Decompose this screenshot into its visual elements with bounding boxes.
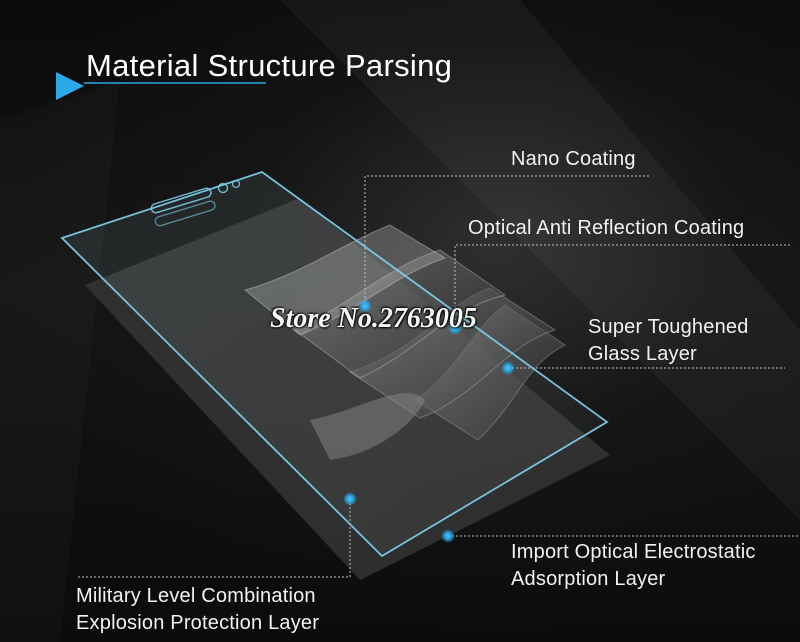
glass-panel [60,171,609,558]
store-watermark: Store No.2763005 [270,303,477,334]
label-military-line-2: Explosion Protection Layer [76,612,320,634]
callout-dot-military [343,492,357,506]
speaker-slot [150,187,216,227]
leader-military [78,499,351,578]
light-beam-left [0,80,120,642]
page-title: Material Structure Parsing [86,48,453,83]
title-arrow-icon [56,72,84,100]
callout-dot-glass [501,361,515,375]
label-glass-line-1: Super Toughened [588,316,749,338]
callout-dots [343,299,515,543]
label-military-line-1: Military Level Combination [76,585,316,607]
label-glass-layer: Super Toughened Glass Layer [588,314,749,368]
label-nano-coating: Nano Coating [511,148,636,170]
callout-dot-nano [358,299,372,313]
label-import-line-1: Import Optical Electrostatic [511,541,756,563]
camera-hole [217,182,229,194]
label-import-line-2: Adsorption Layer [511,568,666,590]
light-beam [280,0,800,520]
callout-dot-optical [448,321,462,335]
leader-lines [78,175,800,578]
callout-dot-import [441,529,455,543]
sensor-hole [231,179,241,189]
label-military-layer: Military Level Combination Explosion Pro… [76,583,319,637]
leader-nano [364,175,650,306]
label-glass-line-2: Glass Layer [588,343,697,365]
label-import-layer: Import Optical Electrostatic Adsorption … [511,539,756,593]
label-optical-coating: Optical Anti Reflection Coating [468,217,745,239]
